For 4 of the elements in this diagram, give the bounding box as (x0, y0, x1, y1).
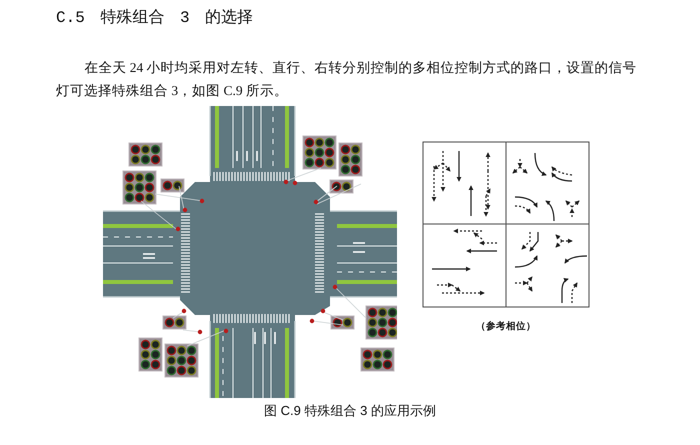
section-heading: C.5 特殊组合 3 的选择 (56, 8, 254, 28)
body-paragraph: 在全天 24 小时均采用对左转、直行、右转分别控制的多相位控制方式的路口，设置的信号灯可选择特殊组合 3，如图 C.9 所示。 (56, 59, 638, 100)
phase-caption: （参考相位） (475, 320, 537, 333)
figure-caption: 图 C.9 特殊组合 3 的应用示例 (263, 402, 437, 420)
